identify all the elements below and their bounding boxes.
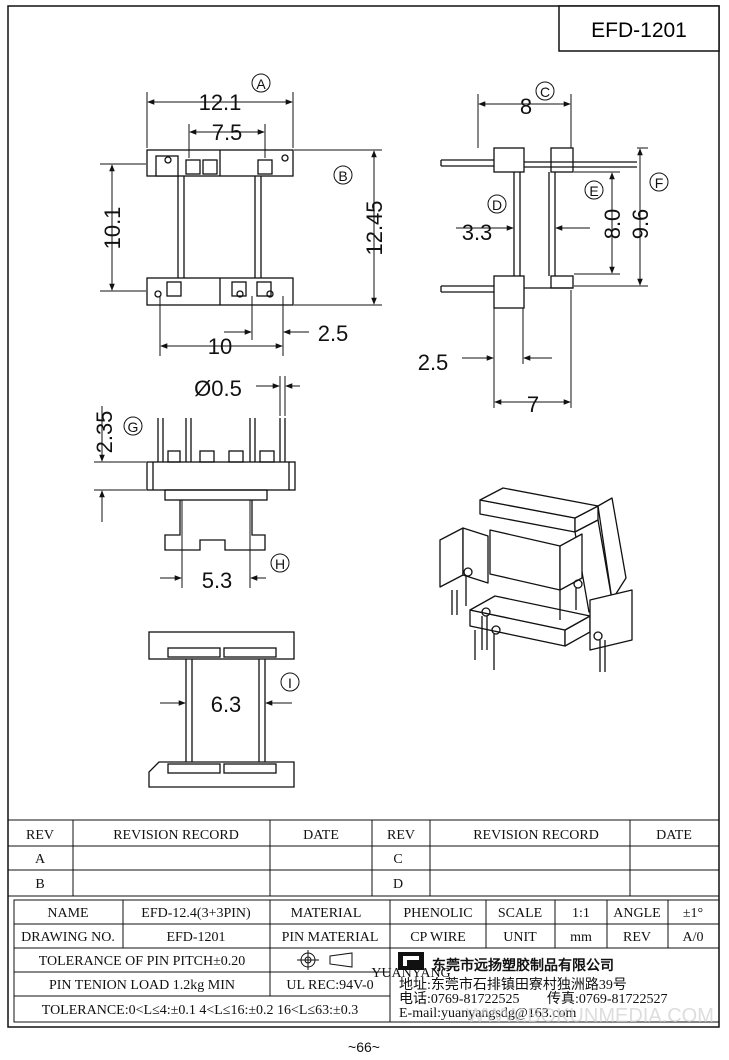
front-dim-h: 5.3	[202, 568, 233, 593]
tolerance-pitch: TOLERANCE OF PIN PITCH±0.20	[39, 954, 246, 969]
drawing-no-label: DRAWING NO.	[21, 930, 115, 945]
top-dim-b: 12.45	[362, 200, 387, 255]
rev-row-b: B	[35, 877, 44, 892]
material-label: MATERIAL	[291, 906, 362, 921]
company-email: E-mail:yuanyangsdg@163.com	[399, 1006, 576, 1021]
ul-rec: UL REC:94V-0	[286, 978, 373, 993]
top-view-dimensions	[100, 73, 382, 356]
tolerance-ranges: TOLERANCE:0<L≤4:±0.1 4<L≤16:±0.2 16<L≤63…	[42, 1003, 358, 1018]
scale-value: 1:1	[572, 906, 590, 921]
bottom-dim-i-tag: I	[288, 675, 292, 691]
material-value: PHENOLIC	[403, 906, 472, 921]
side-dim-f: 9.6	[628, 209, 653, 240]
unit-value: mm	[570, 930, 592, 945]
angle-label: ANGLE	[613, 906, 660, 921]
title-block: NAME EFD-12.4(3+3PIN) MATERIAL PHENOLIC …	[13, 899, 720, 1023]
date-header-right: DATE	[656, 828, 692, 843]
angle-value: ±1°	[683, 906, 703, 921]
unit-label: UNIT	[503, 930, 537, 945]
rev-row-d: D	[393, 877, 403, 892]
bottom-view-dimensions	[160, 672, 300, 706]
rev-header-right: REV	[387, 828, 415, 843]
pin-material-value: CP WIRE	[410, 930, 466, 945]
side-dim-bottom: 7	[527, 392, 539, 417]
side-dim-d-tag: D	[492, 197, 502, 213]
front-dim-g-tag: G	[128, 419, 139, 435]
page-number: ~66~	[348, 1039, 380, 1055]
side-dim-e-tag: E	[589, 183, 598, 199]
rev-label: REV	[623, 930, 651, 945]
company-address: 地址:东莞市石排镇田寮村独洲路39号	[399, 976, 627, 993]
company-name: 东莞市远扬塑胶制品有限公司	[432, 957, 614, 974]
top-dim-a: 12.1	[199, 90, 242, 115]
projection-symbol-icon	[297, 950, 353, 970]
name-value: EFD-12.4(3+3PIN)	[141, 906, 251, 921]
side-dim-f-tag: F	[655, 175, 664, 191]
front-view	[146, 418, 296, 551]
top-dim-bottom: 10	[208, 334, 232, 359]
side-view-dimensions	[456, 81, 669, 408]
date-header-left: DATE	[303, 828, 339, 843]
scale-label: SCALE	[498, 906, 542, 921]
front-dim-pin-dia: Ø0.5	[194, 376, 242, 401]
revision-table: REV REVISION RECORD DATE REV REVISION RE…	[7, 819, 720, 897]
pin-material-label: PIN MATERIAL	[282, 930, 379, 945]
watermark: WWW.BOKUNMEDIA.COM	[466, 1005, 714, 1027]
part-number: EFD-1201	[591, 19, 687, 42]
top-dim-pin-offset: 2.5	[318, 321, 349, 346]
record-header-right: REVISION RECORD	[473, 828, 599, 843]
front-dim-g: 2.35	[92, 411, 117, 454]
side-dim-left: 2.5	[418, 350, 449, 375]
top-view	[146, 149, 294, 306]
side-dim-c: 8	[520, 94, 532, 119]
company-logo-icon	[398, 952, 424, 970]
side-dim-e: 8.0	[600, 209, 625, 240]
isometric-pins	[451, 567, 606, 672]
bottom-dim-i: 6.3	[211, 692, 242, 717]
part-number-box: EFD-1201	[558, 5, 720, 52]
bottom-view	[148, 631, 295, 788]
drawing-no-value: EFD-1201	[166, 930, 225, 945]
front-dim-h-tag: H	[275, 556, 285, 572]
name-label: NAME	[47, 906, 88, 921]
rev-header-left: REV	[26, 828, 54, 843]
top-dim-a-tag: A	[256, 76, 266, 92]
rev-row-c: C	[393, 852, 402, 867]
pin-load: PIN TENION LOAD 1.2kg MIN	[49, 978, 235, 993]
front-view-dimensions	[94, 376, 300, 588]
side-view	[440, 147, 637, 309]
record-header-left: REVISION RECORD	[113, 828, 239, 843]
side-dim-c-tag: C	[540, 84, 550, 100]
top-dim-b-tag: B	[338, 168, 347, 184]
drawing-border	[7, 5, 720, 1028]
rev-value: A/0	[683, 930, 704, 945]
logo-text: YUANYANG	[371, 966, 450, 981]
top-dim-pitch: 7.5	[212, 120, 243, 145]
top-dim-height: 10.1	[100, 207, 125, 250]
company-phone: 电话:0769-81722525	[399, 991, 520, 1007]
side-dim-d: 3.3	[462, 220, 493, 245]
company-fax: 传真:0769-81722527	[547, 991, 668, 1007]
rev-row-a: A	[35, 852, 46, 867]
isometric-view	[439, 487, 633, 651]
